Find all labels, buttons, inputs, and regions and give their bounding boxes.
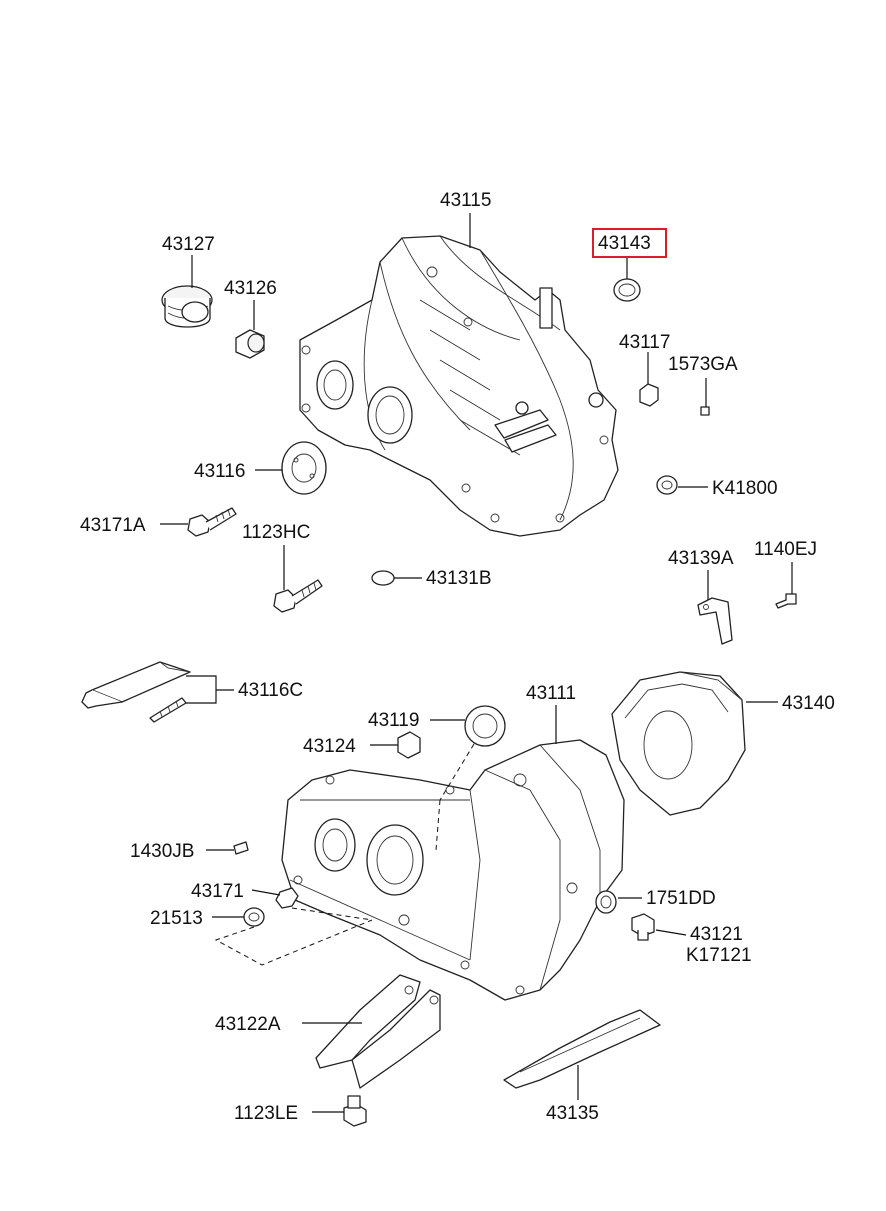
boot-43127-drawing bbox=[161, 285, 213, 328]
bolt-1123HC-drawing bbox=[273, 579, 323, 613]
label-43135: 43135 bbox=[546, 1103, 599, 1124]
bushing-43126-drawing bbox=[235, 329, 265, 359]
label-43111: 43111 bbox=[526, 683, 576, 704]
plug-43121-drawing bbox=[631, 913, 655, 941]
cover-43140-drawing bbox=[611, 671, 746, 816]
part-labels: 43115 43127 43126 43143 43117 1573GA 431… bbox=[80, 190, 835, 1124]
bolt-1123LE-drawing bbox=[343, 1095, 367, 1127]
plate-43116-drawing bbox=[281, 441, 327, 495]
label-43139A: 43139A bbox=[668, 548, 734, 569]
label-43126: 43126 bbox=[224, 278, 277, 299]
label-1140EJ: 1140EJ bbox=[754, 539, 817, 560]
label-43121: 43121 bbox=[690, 924, 743, 945]
pin-1430JB-drawing bbox=[233, 841, 249, 855]
bolt-43171A-drawing bbox=[187, 507, 237, 537]
label-K17121: K17121 bbox=[686, 945, 752, 966]
label-43116C: 43116C bbox=[238, 680, 303, 701]
label-43116: 43116 bbox=[194, 461, 245, 482]
label-43119: 43119 bbox=[368, 710, 419, 731]
label-K41800: K41800 bbox=[712, 478, 778, 499]
bracket-43139A-drawing bbox=[697, 597, 733, 645]
label-43124: 43124 bbox=[303, 736, 356, 757]
label-43127: 43127 bbox=[162, 234, 215, 255]
clutch-housing-drawing bbox=[299, 235, 619, 537]
label-43115: 43115 bbox=[440, 190, 491, 211]
label-21513: 21513 bbox=[150, 908, 203, 929]
seal-43143-drawing bbox=[613, 278, 641, 302]
label-43171: 43171 bbox=[191, 881, 244, 902]
bracket-43122A-drawing bbox=[315, 974, 441, 1089]
gasket-1751DD-drawing bbox=[595, 890, 617, 914]
label-1751DD: 1751DD bbox=[646, 888, 716, 909]
label-43171A: 43171A bbox=[80, 515, 146, 536]
label-43140: 43140 bbox=[782, 693, 835, 714]
nut-43117-drawing bbox=[639, 383, 659, 407]
label-1123HC: 1123HC bbox=[242, 522, 310, 543]
leader-lines bbox=[160, 213, 793, 1113]
label-43122A: 43122A bbox=[215, 1014, 281, 1035]
cap-43131B-drawing bbox=[371, 570, 395, 586]
label-1430JB: 1430JB bbox=[130, 841, 194, 862]
plate-43135-drawing bbox=[503, 1009, 661, 1089]
label-43131B: 43131B bbox=[426, 568, 492, 589]
highlight-box-43143 bbox=[592, 228, 667, 258]
label-1123LE: 1123LE bbox=[234, 1103, 298, 1124]
sealant-tube-43116C-drawing bbox=[81, 661, 191, 723]
seal-43119-drawing bbox=[464, 705, 506, 747]
plug-1573GA-drawing bbox=[700, 406, 710, 416]
label-43117: 43117 bbox=[619, 332, 670, 353]
assembly-dashed-lines bbox=[214, 743, 475, 966]
label-43143: 43143 bbox=[598, 233, 651, 254]
washer-K41800-drawing bbox=[656, 475, 678, 495]
bolt-1140EJ-drawing bbox=[775, 593, 797, 609]
bushing-43124-drawing bbox=[397, 731, 421, 759]
washer-21513-drawing bbox=[243, 907, 265, 927]
label-1573GA: 1573GA bbox=[668, 354, 738, 375]
bolt-43171-drawing bbox=[275, 887, 299, 909]
